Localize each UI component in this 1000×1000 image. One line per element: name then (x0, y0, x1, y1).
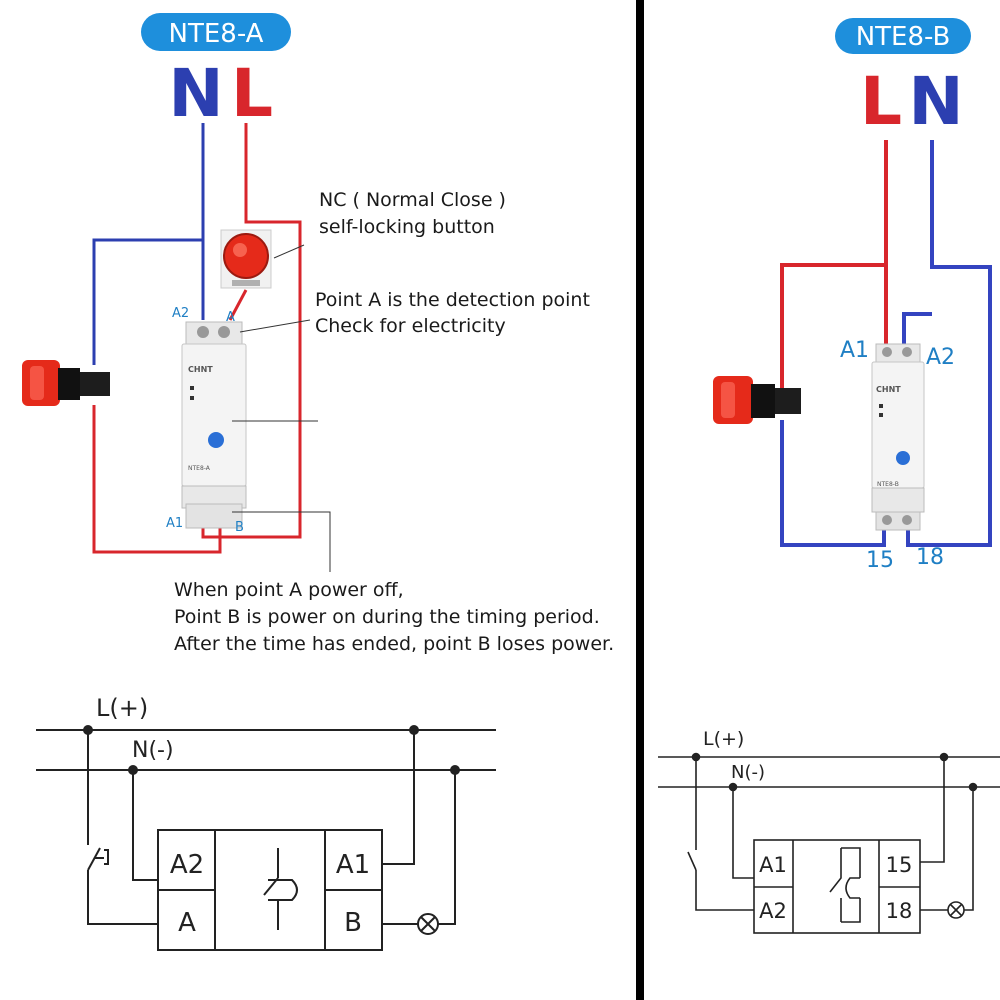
right-sch-label-plus: L(+) (703, 728, 744, 750)
left-sch-cell-a1: A1 (336, 850, 370, 880)
point-a-note: Point A is the detection point Check for… (315, 289, 590, 337)
right-terminal-a1: A1 (840, 338, 869, 363)
left-sch-label-plus: L(+) (96, 694, 148, 722)
button-note: NC ( Normal Close ) self-locking button (319, 189, 506, 238)
right-sch-cell-18: 18 (886, 899, 913, 923)
left-sch-cell-b: B (344, 908, 362, 938)
left-wires (92, 123, 302, 554)
left-terminal-a: A (226, 310, 235, 325)
left-time-knob[interactable] (208, 432, 224, 448)
left-wire-l (201, 123, 302, 539)
right-wire-n (906, 140, 992, 547)
right-panel: NTE8-B L N CHNT NTE8-B (658, 18, 1000, 934)
left-terminal-b: B (235, 520, 244, 535)
left-label-l: L (231, 55, 273, 132)
left-sch-label-minus: N(-) (132, 738, 174, 763)
button-note-line-1: NC ( Normal Close ) (319, 189, 506, 211)
left-terminal-a2: A2 (172, 306, 189, 321)
right-title: NTE8-B (856, 22, 951, 52)
left-title: NTE8-A (169, 19, 264, 49)
right-terminal-15: 15 (866, 548, 894, 573)
left-wire-n-lamp (92, 238, 203, 365)
right-device-brand: CHNT (876, 385, 901, 394)
left-title-badge: NTE8-A (141, 13, 291, 51)
right-indicator-lamp (713, 376, 801, 424)
right-device: CHNT NTE8-B (871, 343, 925, 531)
panel-divider (636, 0, 644, 1000)
left-label-n: N (168, 55, 223, 132)
left-wire-button-point-a (228, 289, 248, 321)
left-device-model: NTE8-A (188, 465, 211, 472)
right-label-l: L (860, 63, 902, 140)
right-wire-lamp-return (780, 420, 886, 547)
right-terminal-18: 18 (916, 545, 944, 570)
point-a-note-line-2: Check for electricity (315, 315, 506, 337)
left-pointers (232, 244, 331, 572)
button-note-line-2: self-locking button (319, 216, 495, 238)
timing-note-line-2: Point B is power on during the timing pe… (174, 606, 600, 628)
left-wire-lamp-return (92, 405, 222, 554)
right-schematic (658, 752, 1000, 934)
right-label-n: N (908, 63, 963, 140)
right-sch-cell-a2: A2 (759, 899, 787, 923)
nc-button[interactable] (220, 229, 272, 289)
right-sch-cell-a1: A1 (759, 853, 787, 877)
timing-note-line-1: When point A power off, (174, 579, 404, 601)
right-sch-label-minus: N(-) (731, 762, 765, 783)
left-sch-cell-a: A (178, 908, 196, 938)
right-title-badge: NTE8-B (835, 18, 971, 54)
right-terminal-a2: A2 (926, 345, 955, 370)
right-wire-n-a2 (902, 312, 932, 346)
right-wires (780, 140, 992, 547)
timing-note: When point A power off, Point B is power… (174, 579, 614, 655)
right-sch-cell-15: 15 (886, 853, 913, 877)
left-device: CHNT NTE8-A (181, 321, 247, 529)
left-device-brand: CHNT (188, 365, 213, 374)
right-device-model: NTE8-B (877, 481, 899, 488)
point-a-note-line-1: Point A is the detection point (315, 289, 590, 311)
right-wire-l-lamp (780, 263, 886, 390)
left-terminal-a1: A1 (166, 516, 183, 531)
timing-note-line-3: After the time has ended, point B loses … (174, 633, 614, 655)
right-time-knob[interactable] (896, 451, 910, 465)
left-sch-cell-a2: A2 (170, 850, 204, 880)
left-panel: NTE8-A N L (22, 13, 614, 951)
left-indicator-lamp (22, 360, 110, 406)
left-schematic (36, 725, 496, 951)
